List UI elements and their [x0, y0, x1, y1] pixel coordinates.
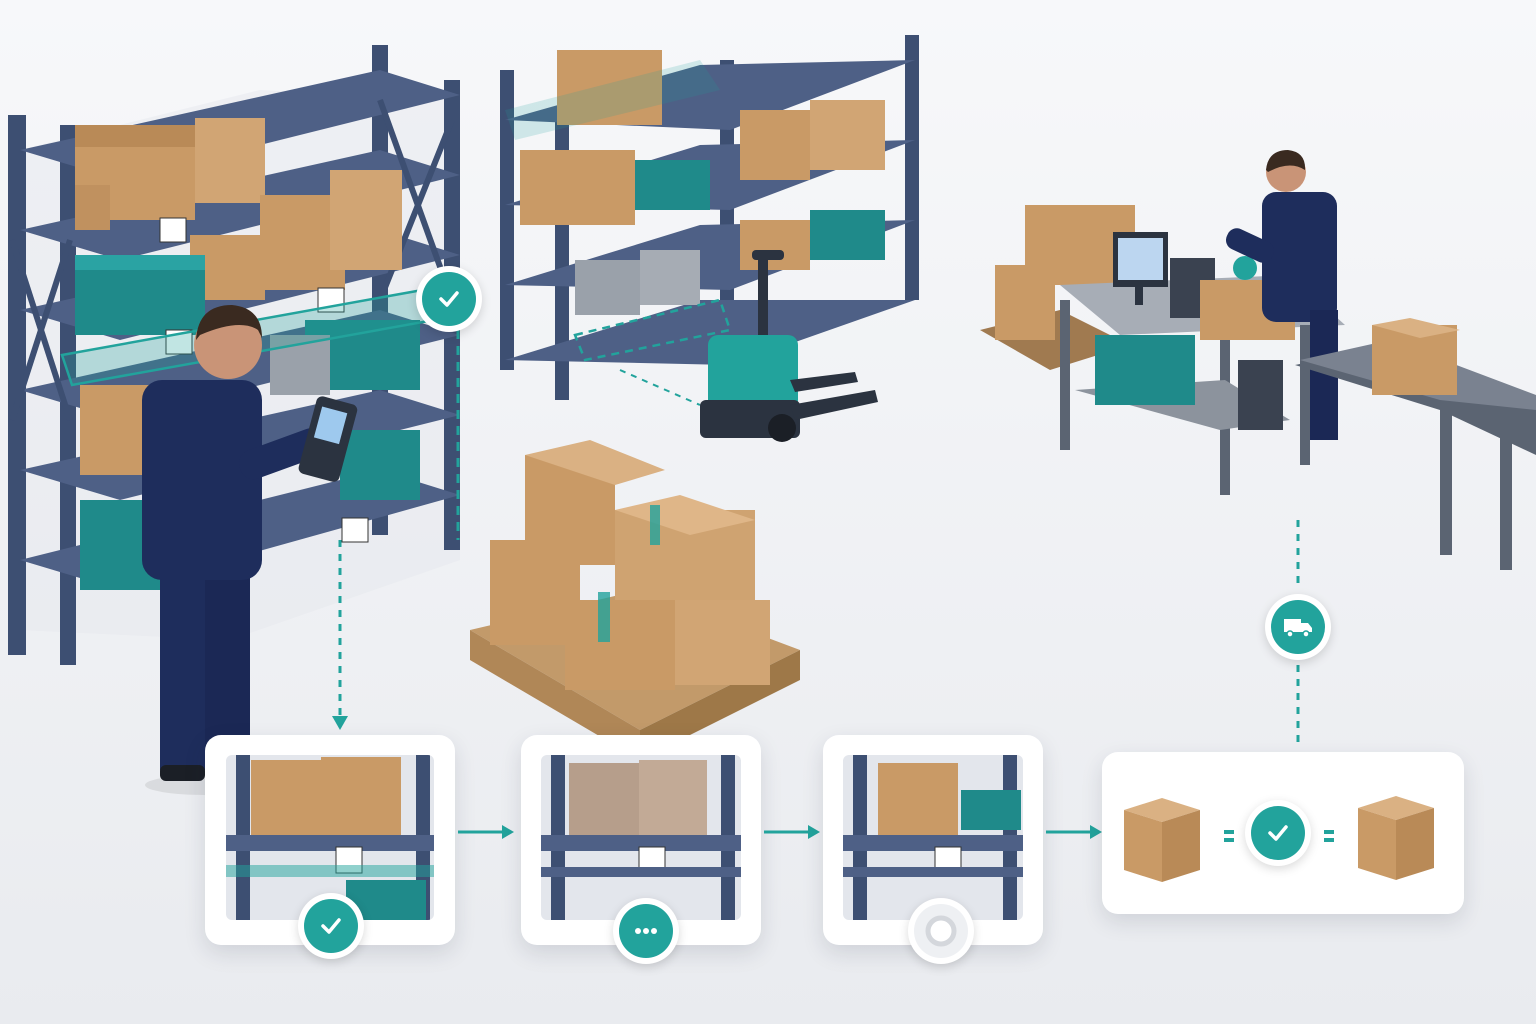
shipping-badge — [1265, 594, 1331, 660]
circle-icon — [925, 915, 957, 947]
shelf-thumbnail — [541, 755, 741, 920]
center-pallet-stack — [470, 440, 800, 760]
pallet-jack — [700, 250, 878, 442]
check-icon — [321, 918, 341, 934]
check-icon — [1268, 825, 1288, 841]
packing-worker — [1225, 150, 1338, 440]
truck-icon — [1284, 619, 1312, 638]
arrow-right-icon — [1046, 825, 1102, 839]
arrow-right-icon — [764, 825, 820, 839]
step-card-picked[interactable] — [205, 735, 455, 945]
match-illustration — [1124, 796, 1434, 882]
packing-station — [980, 205, 1345, 495]
worker-with-scanner — [142, 305, 358, 795]
step-status-in-progress — [613, 898, 679, 964]
step-card-pending[interactable] — [823, 735, 1043, 945]
box-icon — [1124, 798, 1200, 882]
match-status-badge — [1245, 800, 1311, 866]
box-icon — [1358, 796, 1434, 880]
shelf-thumbnail — [226, 755, 434, 920]
rack-verified-badge — [416, 266, 482, 332]
check-icon — [439, 291, 459, 307]
step-status-done — [298, 893, 364, 959]
middle-storage-rack — [500, 35, 919, 406]
ellipsis-icon — [635, 928, 657, 934]
step-status-pending — [908, 898, 974, 964]
roller-conveyor — [1295, 318, 1536, 570]
shelf-thumbnail — [843, 755, 1023, 920]
arrow-right-icon — [458, 825, 514, 839]
